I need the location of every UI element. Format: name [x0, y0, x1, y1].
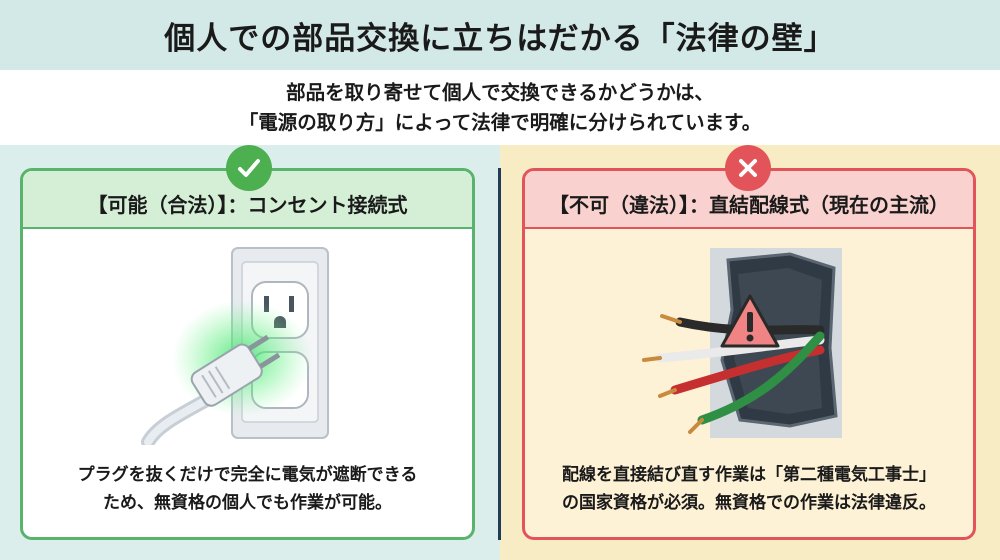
subtitle: 部品を取り寄せて個人で交換できるかどうかは、 「電源の取り方」によって法律で明確…: [0, 70, 1000, 145]
allowed-panel: 【可能（合法）】：コンセント接続式: [20, 168, 475, 540]
allowed-heading: 【可能（合法）】：コンセント接続式: [23, 171, 472, 229]
page-title: 個人での部品交換に立ちはだかる「法律の壁」: [164, 20, 836, 57]
check-icon: [226, 145, 272, 191]
prohibited-caption: 配線を直接結び直す作業は「第二種電気工事士」 の国家資格が必須。無資格での作業は…: [522, 459, 976, 519]
center-divider: [498, 168, 501, 540]
allowed-caption: プラグを抜くだけで完全に電気が遮断できる ため、無資格の個人でも作業が可能。: [20, 459, 475, 519]
prohibited-caption-line-1: 配線を直接結び直す作業は「第二種電気工事士」: [562, 465, 936, 485]
cross-icon: [725, 145, 771, 191]
allowed-caption-line-2: ため、無資格の個人でも作業が可能。: [103, 493, 392, 513]
subtitle-line-2: 「電源の取り方」によって法律で明確に分けられています。: [238, 110, 762, 134]
subtitle-line-1: 部品を取り寄せて個人で交換できるかどうかは、: [286, 80, 714, 104]
allowed-caption-line-1: プラグを抜くだけで完全に電気が遮断できる: [77, 465, 418, 485]
prohibited-heading: 【不可（違法）】：直結配線式（現在の主流）: [525, 171, 973, 229]
exposed-wires-warning-icon: [642, 248, 842, 438]
plug-outlet-icon: [141, 247, 329, 445]
title-bar: 個人での部品交換に立ちはだかる「法律の壁」: [0, 0, 1000, 70]
prohibited-caption-line-2: の国家資格が必須。無資格での作業は法律違反。: [562, 493, 936, 513]
